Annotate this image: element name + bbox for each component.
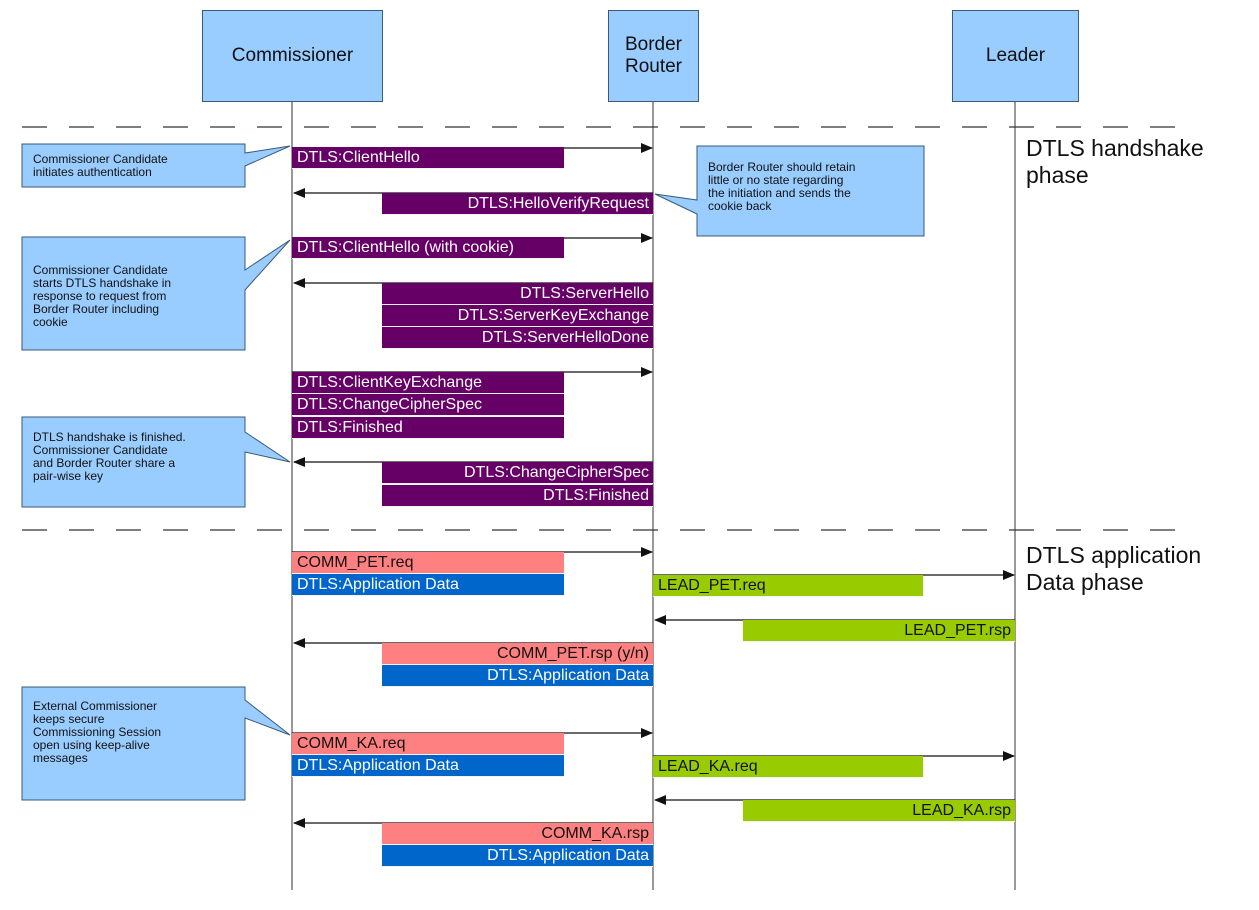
msg-finished-server: DTLS:Finished <box>382 485 653 507</box>
msg-lead-pet-rsp: LEAD_PET.rsp <box>743 620 1015 642</box>
msg-hello-verify-request: DTLS:HelloVerifyRequest <box>382 193 653 215</box>
msg-comm-ka-req: COMM_KA.req <box>292 733 564 755</box>
msg-change-cipher-spec-client: DTLS:ChangeCipherSpec <box>292 394 564 416</box>
note-border-router-state: Border Router should retain little or no… <box>708 160 856 213</box>
msg-server-key-exchange: DTLS:ServerKeyExchange <box>382 305 653 327</box>
msg-client-key-exchange: DTLS:ClientKeyExchange <box>292 372 564 394</box>
note-shape-keep-alive <box>21 686 291 801</box>
msg-comm-pet-req: COMM_PET.req <box>292 552 564 574</box>
note-starts-handshake: Commissioner Candidate starts DTLS hands… <box>33 263 172 329</box>
note-initiates-authentication: Commissioner Candidate initiates authent… <box>33 152 168 179</box>
note-shape-initiates-authentication <box>21 143 291 188</box>
msg-app-data-ka-req: DTLS:Application Data <box>292 755 564 777</box>
note-keep-alive: External Commissioner keeps secure Commi… <box>33 699 162 765</box>
msg-finished-client: DTLS:Finished <box>292 417 564 439</box>
note-shape-border-router-state <box>654 145 925 237</box>
note-shape-handshake-finished <box>21 416 291 508</box>
msg-lead-pet-req: LEAD_PET.req <box>653 575 923 597</box>
participant-leader-label: Leader <box>985 45 1046 66</box>
msg-client-hello-cookie: DTLS:ClientHello (with cookie) <box>292 237 564 259</box>
participant-border-router: Border Router <box>608 10 699 102</box>
msg-server-hello-done: DTLS:ServerHelloDone <box>382 327 653 349</box>
msg-app-data-pet-req: DTLS:Application Data <box>292 574 564 596</box>
msg-comm-pet-rsp: COMM_PET.rsp (y/n) <box>382 643 653 665</box>
participant-commissioner: Commissioner <box>202 10 383 102</box>
note-shape-starts-handshake <box>21 236 291 351</box>
participant-commissioner-label: Commissioner <box>231 45 354 66</box>
msg-app-data-pet-rsp: DTLS:Application Data <box>382 665 653 687</box>
msg-change-cipher-spec-server: DTLS:ChangeCipherSpec <box>382 462 653 484</box>
participant-border-router-label: Border Router <box>624 34 683 77</box>
msg-client-hello: DTLS:ClientHello <box>292 147 564 169</box>
phase-label-application: DTLS application Data phase <box>1026 542 1202 595</box>
participant-leader: Leader <box>952 10 1079 102</box>
msg-comm-ka-rsp: COMM_KA.rsp <box>382 823 653 845</box>
msg-server-hello: DTLS:ServerHello <box>382 283 653 305</box>
note-handshake-finished: DTLS handshake is finished. Commissioner… <box>33 430 186 483</box>
msg-lead-ka-rsp: LEAD_KA.rsp <box>743 800 1015 822</box>
msg-app-data-ka-rsp: DTLS:Application Data <box>382 845 653 867</box>
phase-label-handshake: DTLS handshake phase <box>1026 135 1204 188</box>
msg-lead-ka-req: LEAD_KA.req <box>653 756 923 778</box>
